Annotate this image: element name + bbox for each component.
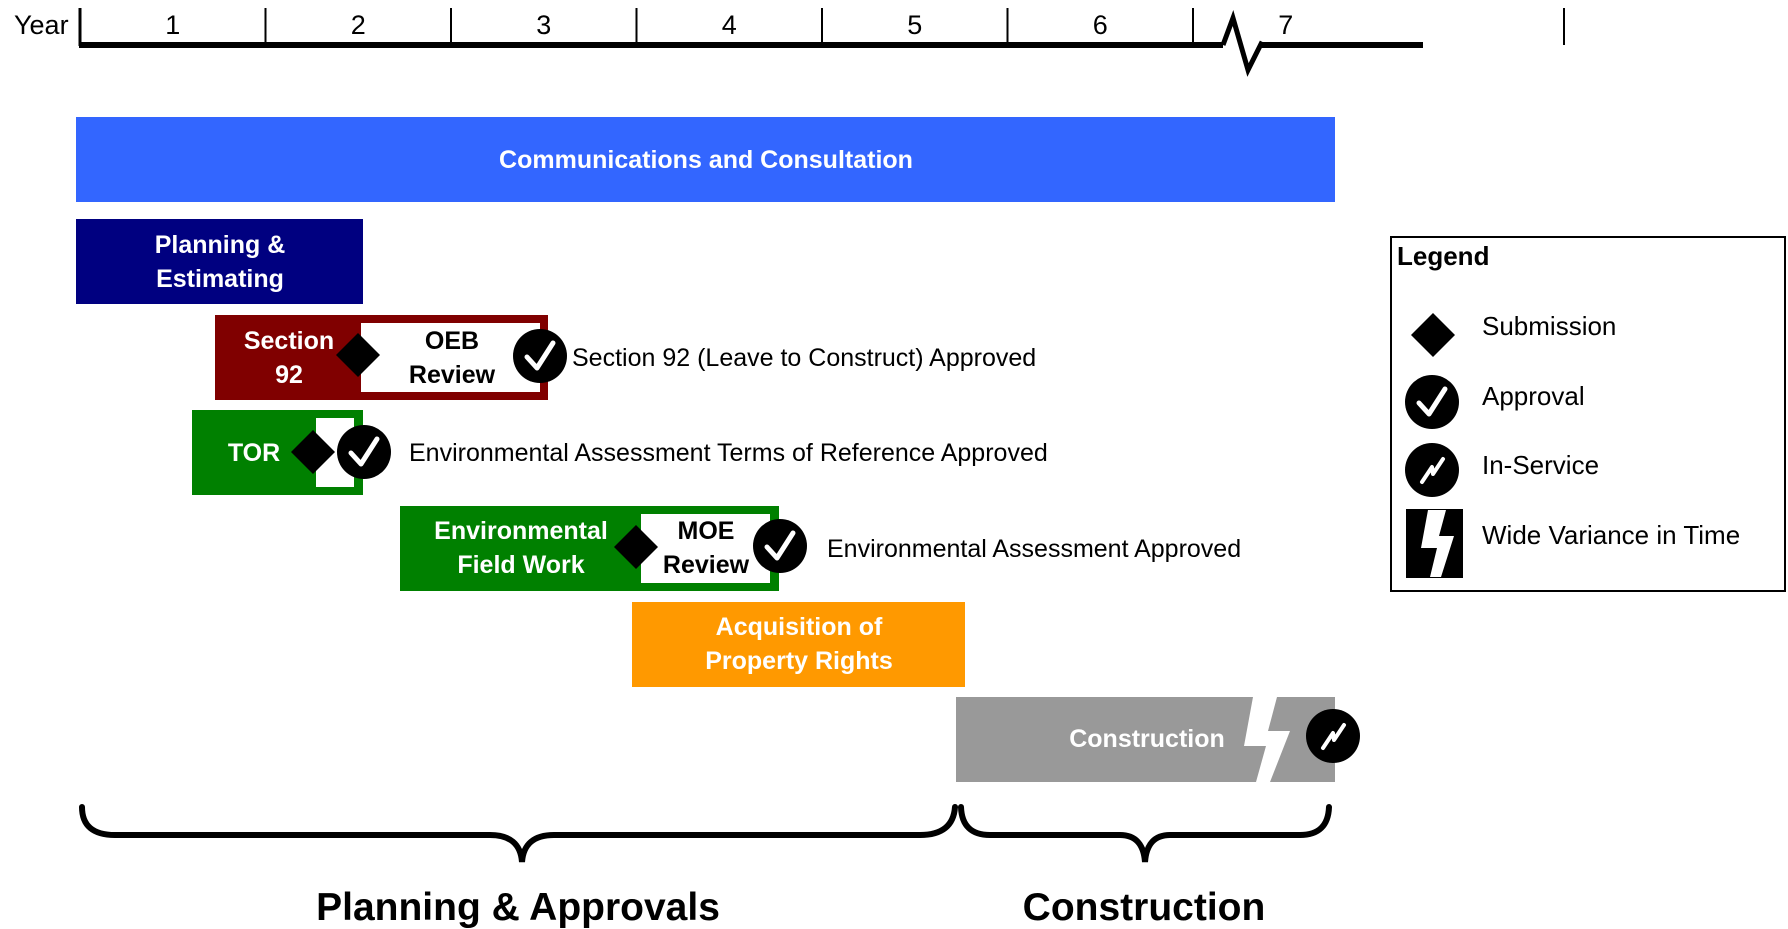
section92-approved-note: Section 92 (Leave to Construct) Approved [572,344,1036,372]
planning-approvals-phase-label: Planning & Approvals [316,886,720,929]
oeb-review-label-line2: Review [409,361,496,389]
year-label-7: 7 [1278,10,1293,40]
checkmark-circle-icon [1405,375,1459,429]
planning-approvals-brace [79,804,958,863]
acquisition-label-line1: Acquisition of [716,613,883,641]
communications-bar [76,117,1335,202]
moe-review-box [641,514,770,583]
oeb-review-label-line1: OEB [425,327,479,355]
legend-in-service-label: In-Service [1482,450,1599,480]
year-label-5: 5 [907,10,922,40]
diamond-icon [614,525,658,569]
diamond-icon [1411,313,1455,357]
planning-estimating-label-line2: Estimating [156,265,284,293]
legend-approval-label: Approval [1482,381,1585,411]
checkmark-circle-icon [753,519,807,573]
checkmark-circle-icon [337,425,391,479]
axis-break-icon [1220,10,1265,77]
acquisition-bar [632,602,965,687]
tor-label: TOR [228,439,280,467]
communications-label: Communications and Consultation [499,146,913,174]
year-label-1: 1 [165,10,180,40]
legend-wide-variance-label: Wide Variance in Time [1482,520,1740,550]
year-axis-label: Year [14,10,69,40]
legend-submission-label: Submission [1482,311,1616,341]
legend-title: Legend [1397,241,1489,271]
lightning-circle-icon [1405,443,1459,497]
acquisition-label-line2: Property Rights [705,647,893,675]
construction-brace [958,804,1332,863]
planning-estimating-bar [76,219,363,304]
tor-approved-note: Environmental Assessment Terms of Refere… [409,439,1048,467]
moe-review-label-line2: Review [663,551,750,579]
wide-variance-bolt-icon [1244,697,1290,782]
construction-phase-label: Construction [1023,886,1266,929]
moe-review-label-line1: MOE [678,517,735,545]
lightning-circle-icon [1306,709,1360,763]
year-label-3: 3 [536,10,551,40]
year-label-4: 4 [722,10,737,40]
timeline-axis: Year 1 2 3 4 5 6 7 [14,8,1565,77]
legend: Legend Submission Approval In-Service Wi… [1390,236,1786,592]
year-label-6: 6 [1093,10,1108,40]
checkmark-circle-icon [513,329,567,383]
env-field-work-label-line2: Field Work [457,551,584,579]
section92-label-line1: Section [244,327,334,355]
year-label-2: 2 [351,10,366,40]
diamond-icon [336,333,380,377]
diamond-icon [291,430,335,474]
construction-label: Construction [1069,725,1225,753]
section92-label-line2: 92 [275,361,303,389]
oeb-review-box [361,323,540,392]
env-field-work-label-line1: Environmental [434,517,608,545]
ea-approved-note: Environmental Assessment Approved [827,535,1241,563]
planning-estimating-label-line1: Planning & [155,231,286,259]
lightning-bolt-icon [1406,509,1463,578]
